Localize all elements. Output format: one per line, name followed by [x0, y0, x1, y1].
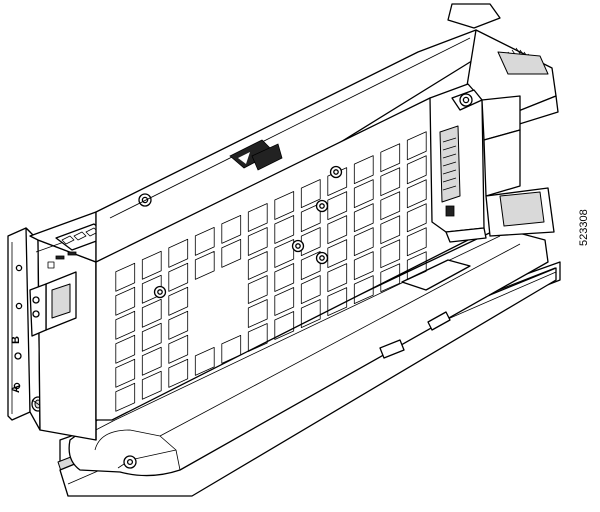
cage-vent-cell — [221, 334, 242, 364]
cage-vent-cell — [168, 238, 189, 268]
cage-vent-cell — [141, 370, 162, 400]
cage-vent-cell — [168, 334, 189, 364]
cage-vent-cell — [380, 215, 401, 245]
cage-vent-cell — [380, 143, 401, 173]
cage-vent-cell — [141, 322, 162, 352]
cage-vent-cell — [168, 286, 189, 316]
up-arrow-icon — [229, 139, 283, 171]
cage-vent-cell — [115, 286, 136, 316]
cage-vent-cell — [380, 191, 401, 221]
cage-vent-cell — [380, 167, 401, 197]
cage-vent-cell — [327, 287, 348, 317]
cage-vent-cell — [115, 310, 136, 340]
cage-vent-cell — [274, 263, 295, 292]
top-cover — [95, 3, 501, 441]
perforated-cage — [95, 97, 473, 421]
cage-vent-cell — [327, 239, 348, 269]
cage-vent-cell — [141, 250, 162, 280]
cage-vent-cell — [353, 203, 374, 233]
cage-vent-cell — [300, 275, 321, 305]
slot-b-label: B — [10, 336, 22, 344]
cage-screw — [291, 239, 305, 253]
cage-vent-cell — [274, 239, 295, 268]
cage-vent-cell — [247, 323, 268, 352]
cage-vent-cell — [168, 262, 189, 292]
cage-vent-cell — [194, 250, 215, 280]
cage-vent-cell — [247, 251, 268, 280]
cage-vent-cell — [327, 263, 348, 293]
cage-vent-cell — [194, 346, 215, 376]
cage-vent-cell — [247, 275, 268, 304]
cage-vent-cell — [327, 215, 348, 245]
cage-vent-cell — [406, 179, 427, 209]
cage-vent-cell — [141, 346, 162, 376]
cage-vent-cell — [115, 334, 136, 364]
cage-vent-cell — [247, 227, 268, 256]
cage-vent-cell — [353, 251, 374, 281]
cage-vent-cell — [115, 382, 136, 412]
cage-vent-cell — [406, 203, 427, 233]
slot-a-label: A — [10, 385, 22, 393]
cage-vent-cell — [353, 275, 374, 305]
cage-vent-cell — [406, 227, 427, 257]
cage-screw — [153, 285, 167, 299]
cage-vent-cell — [327, 167, 348, 197]
lower-duct — [68, 227, 549, 477]
cage-vent-cell — [247, 203, 268, 232]
cage-vent-cell — [300, 299, 321, 329]
cage-vent-cell — [274, 215, 295, 244]
cage-vent-cell — [406, 251, 427, 281]
cage-vent-cell — [141, 274, 162, 304]
top-connector — [465, 29, 559, 131]
ejector-latch — [429, 83, 555, 243]
cage-vent-cell — [221, 214, 242, 244]
figure-number: 523308 — [578, 209, 590, 246]
cage-vent-cell — [353, 227, 374, 257]
cage-vent-cell — [353, 155, 374, 185]
cage-vent-cell — [300, 251, 321, 281]
cage-vent-cell — [274, 191, 295, 220]
cage-left-wall — [29, 211, 111, 441]
cage-vent-cell — [141, 298, 162, 328]
cage-vent-cell — [406, 155, 427, 185]
cage-vent-cell — [353, 179, 374, 209]
cage-screw — [329, 165, 343, 179]
cage-vent-cell — [300, 179, 321, 209]
cage-vent-cell — [274, 287, 295, 316]
cage-vent-cell — [274, 311, 295, 340]
cage-vent-cell — [247, 299, 268, 328]
cage-vent-cell — [168, 358, 189, 388]
cage-vent-cell — [221, 238, 242, 268]
cage-vent-cell — [168, 310, 189, 340]
cage-vent-cell — [194, 226, 215, 256]
cage-vent-cell — [380, 263, 401, 293]
status-led-icon — [55, 255, 65, 260]
cage-screw — [315, 251, 329, 265]
cage-vent-cell — [380, 239, 401, 269]
cage-vent-cell — [406, 131, 427, 161]
cage-screw — [315, 199, 329, 213]
cage-vent-cell — [115, 262, 136, 292]
cage-vent-cell — [115, 358, 136, 388]
duct-screw — [123, 455, 137, 469]
